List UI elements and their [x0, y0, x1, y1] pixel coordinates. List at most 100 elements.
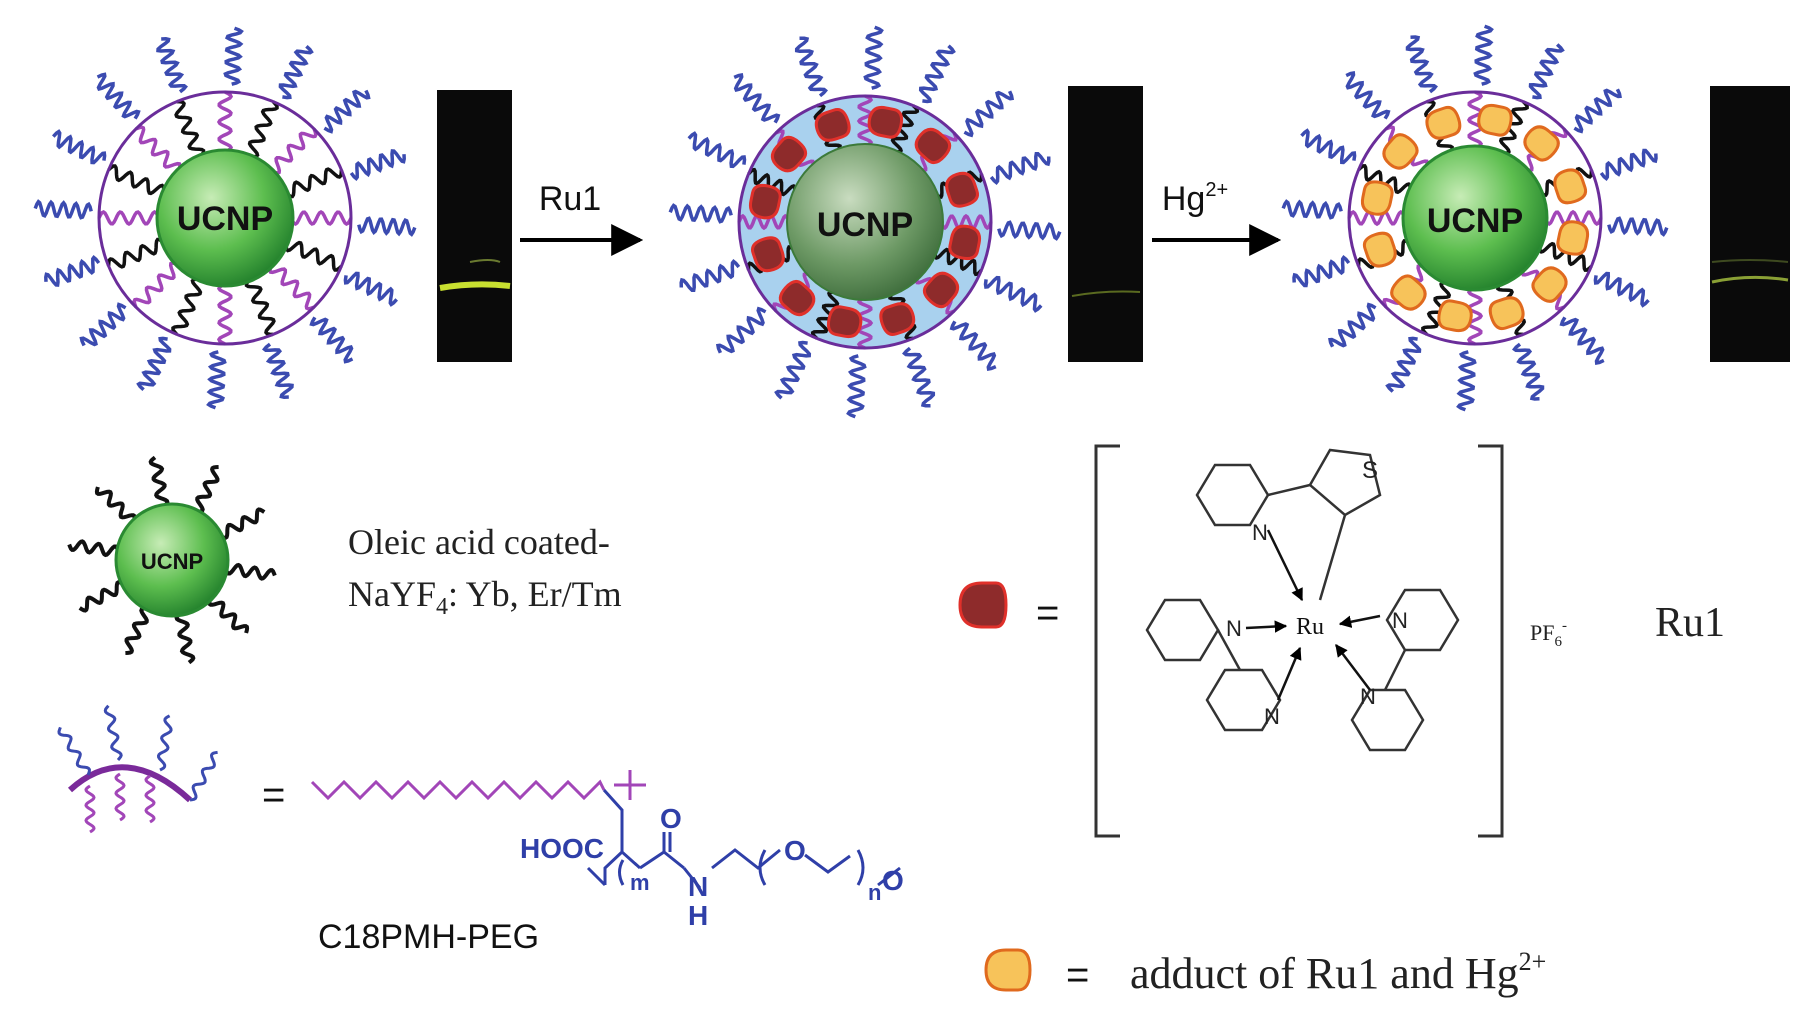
- inner-chain: [107, 164, 166, 196]
- adduct-symbol: [984, 948, 1032, 992]
- hg-adduct-molecule: [1488, 296, 1525, 331]
- peg-chain: [349, 149, 406, 181]
- nitrogen-right: N: [1392, 608, 1408, 633]
- hg-adduct-molecule: [1360, 180, 1394, 216]
- peg-chain: [262, 342, 294, 399]
- alkyl-chain: [84, 784, 96, 834]
- recovered-emission-band: [1711, 275, 1789, 284]
- peg-chain: [96, 72, 141, 120]
- sulfur-atom: S: [1362, 457, 1378, 484]
- oleic-acid-chain: [67, 539, 121, 558]
- particle-2-label: UCNP: [817, 206, 913, 244]
- ru1-molecule: [770, 135, 808, 173]
- inner-chain: [856, 296, 874, 350]
- hg-adduct-molecule: [1556, 220, 1590, 256]
- peg-chain: [44, 255, 101, 287]
- peg-chain: [1473, 24, 1494, 86]
- oleic-acid-chain: [124, 606, 149, 655]
- inner-chain: [244, 277, 276, 337]
- amphiphilic-shell: [737, 94, 993, 350]
- ucnp-particle-hg-adduct: UCNP: [1281, 24, 1669, 412]
- inner-chain: [132, 261, 179, 308]
- equals-sign-polymer: =: [262, 773, 285, 817]
- ru1-molecule: [867, 105, 904, 139]
- oleic-ucnp-label: UCNP: [141, 549, 203, 574]
- inner-chain: [174, 99, 206, 159]
- particle-1-label: UCNP: [177, 200, 273, 238]
- peg-chain: [1281, 199, 1343, 220]
- peg-chain: [189, 750, 218, 802]
- ucnp-particle-ru1-loaded: UCNP: [668, 25, 1062, 419]
- inner-chain: [284, 167, 344, 199]
- peg-chain: [206, 350, 227, 410]
- peg-chain: [733, 72, 781, 124]
- peg-chain: [1456, 350, 1477, 412]
- peg-chain: [309, 316, 354, 364]
- inner-chain: [284, 240, 343, 272]
- nitrogen-right-lower: N: [1360, 684, 1376, 709]
- hooc-group: HOOC: [520, 833, 604, 864]
- inner-chain: [1466, 286, 1484, 346]
- peg-chain: [997, 220, 1062, 241]
- hg-adduct-molecule: [1553, 168, 1588, 205]
- hg-adduct-molecule: [1382, 133, 1419, 170]
- inner-chain: [1543, 209, 1603, 227]
- inner-chain: [289, 209, 353, 227]
- peg-chain: [687, 131, 747, 169]
- peg-chain: [949, 320, 997, 372]
- inner-chain: [171, 277, 203, 336]
- inner-chain: [271, 128, 318, 175]
- ru1-coordination-bonds: [1245, 529, 1381, 701]
- peg-chain: [1559, 316, 1605, 365]
- ucnp-core: [786, 143, 944, 301]
- nitrogen-left-lower: N: [1264, 704, 1280, 729]
- oleic-acid-chain: [223, 562, 277, 581]
- ether-oxygen-1: O: [784, 835, 806, 866]
- peg-chain: [918, 44, 956, 104]
- hg-adduct-molecule: [1425, 105, 1462, 140]
- ether-oxygen-2: O: [882, 865, 904, 896]
- polymer-name: C18PMH-PEG: [318, 918, 539, 956]
- hg-adduct-molecule: [1531, 266, 1568, 303]
- inner-chain: [856, 94, 874, 148]
- peg-chain: [1512, 342, 1545, 401]
- ru1-symbol: [958, 581, 1008, 629]
- ru1-molecule: [948, 224, 982, 261]
- peg-chain: [323, 89, 371, 134]
- arrow-2-label: Hg2+: [1162, 179, 1228, 218]
- luminescence-photo-2: [1068, 86, 1143, 362]
- equals-sign-ru1: =: [1036, 591, 1059, 635]
- complex-brackets: [1094, 444, 1504, 838]
- hg-adduct-molecule: [1477, 103, 1513, 137]
- peg-chain: [1593, 271, 1650, 308]
- hg-adduct-molecule: [1437, 299, 1473, 333]
- hg-adduct-molecule: [1362, 231, 1397, 268]
- inner-chain: [216, 90, 234, 154]
- green-emission-band: [439, 281, 511, 291]
- oleic-description-line1: Oleic acid coated-: [348, 522, 610, 562]
- ruthenium-atom: Ru: [1296, 614, 1324, 640]
- ru1-molecule: [826, 305, 863, 339]
- alkyl-chain: [144, 774, 156, 824]
- hg-adduct-molecule: [1390, 274, 1427, 311]
- inner-chain: [106, 237, 166, 269]
- peg-chain: [156, 714, 173, 772]
- oleic-acid-chain: [78, 580, 126, 613]
- peg-chain: [1573, 88, 1622, 134]
- inner-chain: [97, 209, 161, 227]
- peg-chain: [794, 36, 828, 98]
- carbonyl-oxygen: O: [660, 803, 682, 834]
- peg-chain: [963, 90, 1015, 138]
- peg-chain: [136, 336, 172, 391]
- counter-ion: PF6-: [1530, 618, 1567, 650]
- peg-chain: [774, 340, 812, 400]
- oleic-acid-chain: [94, 486, 137, 523]
- oleic-acid-ucnp-icon: UCNP: [67, 455, 277, 665]
- peg-chain: [1528, 43, 1565, 100]
- inner-chain: [939, 213, 993, 231]
- inner-chain: [268, 264, 315, 311]
- peg-chain: [846, 354, 867, 419]
- peg-chain: [33, 199, 93, 220]
- ru1-molecule: [751, 236, 785, 273]
